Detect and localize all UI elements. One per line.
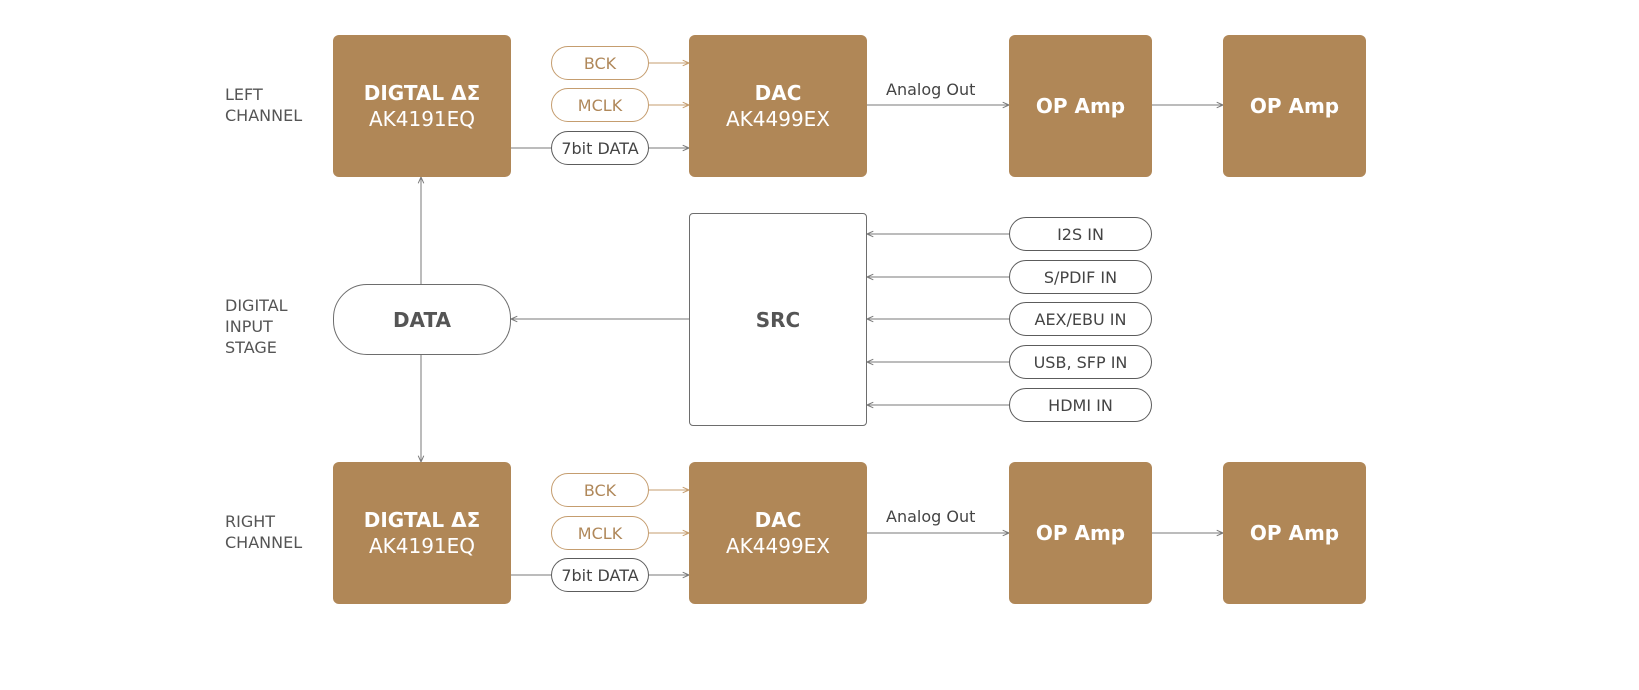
right-digital-title: DIGTAL ΔΣ <box>363 508 481 532</box>
left-bck-pill: BCK <box>551 46 649 80</box>
right-opamp-1-block: OP Amp <box>1009 462 1152 604</box>
left-opamp-1-label: OP Amp <box>1035 94 1126 118</box>
right-opamp-2-label: OP Amp <box>1249 521 1340 545</box>
left-digital-title: DIGTAL ΔΣ <box>363 81 481 105</box>
left-opamp-2-label: OP Amp <box>1249 94 1340 118</box>
data-block: DATA <box>333 284 511 355</box>
right-mclk-pill: MCLK <box>551 516 649 550</box>
input-pill-hdmi: HDMI IN <box>1009 388 1152 422</box>
left-digital-part: AK4191EQ <box>368 107 476 131</box>
input-pill-aesebu: AEX/EBU IN <box>1009 302 1152 336</box>
input-pill-spdif: S/PDIF IN <box>1009 260 1152 294</box>
right-bck-pill: BCK <box>551 473 649 507</box>
input-pill-usb-sfp: USB, SFP IN <box>1009 345 1152 379</box>
right-opamp-1-label: OP Amp <box>1035 521 1126 545</box>
right-analog-out-label: Analog Out <box>886 507 976 526</box>
right-channel-label: RIGHT CHANNEL <box>225 512 303 552</box>
input-pill-i2s: I2S IN <box>1009 217 1152 251</box>
left-data-pill: 7bit DATA <box>551 131 649 165</box>
left-opamp-2-block: OP Amp <box>1223 35 1366 177</box>
left-opamp-1-block: OP Amp <box>1009 35 1152 177</box>
right-digital-part: AK4191EQ <box>368 534 476 558</box>
left-channel-label: LEFT CHANNEL <box>225 85 303 125</box>
right-dac-part: AK4499EX <box>725 534 831 558</box>
left-dac-title: DAC <box>754 81 802 105</box>
left-dac-block: DAC AK4499EX <box>689 35 867 177</box>
src-block: SRC <box>689 213 867 426</box>
right-data-pill: 7bit DATA <box>551 558 649 592</box>
left-dac-part: AK4499EX <box>725 107 831 131</box>
right-opamp-2-block: OP Amp <box>1223 462 1366 604</box>
right-dac-title: DAC <box>754 508 802 532</box>
left-digital-block: DIGTAL ΔΣ AK4191EQ <box>333 35 511 177</box>
right-digital-block: DIGTAL ΔΣ AK4191EQ <box>333 462 511 604</box>
digital-input-stage-label: DIGITAL INPUT STAGE <box>225 296 288 357</box>
left-analog-out-label: Analog Out <box>886 80 976 99</box>
left-mclk-pill: MCLK <box>551 88 649 122</box>
right-dac-block: DAC AK4499EX <box>689 462 867 604</box>
